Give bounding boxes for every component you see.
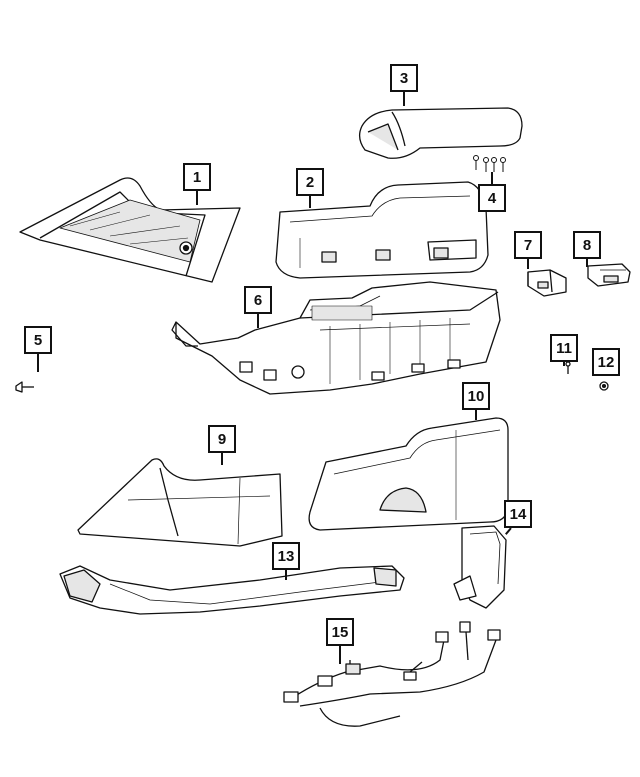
leader-11 bbox=[563, 362, 565, 366]
leader-13 bbox=[285, 570, 287, 580]
callout-15: 15 bbox=[326, 618, 354, 646]
part-1-side-bezel bbox=[19, 177, 241, 283]
callout-8: 8 bbox=[573, 231, 601, 259]
part-15-wiring-harness bbox=[283, 621, 501, 727]
callout-7: 7 bbox=[514, 231, 542, 259]
callout-11: 11 bbox=[550, 334, 578, 362]
part-13-air-duct bbox=[59, 565, 405, 615]
callout-13: 13 bbox=[272, 542, 300, 570]
leader-3 bbox=[403, 92, 405, 106]
leader-9 bbox=[221, 453, 223, 465]
part-6-console-base bbox=[171, 281, 501, 395]
part-9-left-trim bbox=[77, 458, 283, 547]
callout-1: 1 bbox=[183, 163, 211, 191]
part-8-bracket bbox=[587, 263, 631, 287]
part-14-bin-bracket bbox=[453, 525, 507, 609]
leader-10 bbox=[475, 410, 477, 420]
callout-5: 5 bbox=[24, 326, 52, 354]
leader-2 bbox=[309, 196, 311, 208]
part-7-bracket bbox=[527, 269, 567, 297]
leader-5 bbox=[37, 354, 39, 372]
part-11-screw bbox=[565, 361, 571, 374]
part-2-console-panel bbox=[275, 181, 489, 279]
callout-12: 12 bbox=[592, 348, 620, 376]
leader-1 bbox=[196, 191, 198, 205]
callout-14: 14 bbox=[504, 500, 532, 528]
callout-9: 9 bbox=[208, 425, 236, 453]
leader-8 bbox=[586, 259, 588, 267]
callout-10: 10 bbox=[462, 382, 490, 410]
leader-7 bbox=[527, 259, 529, 269]
leader-15 bbox=[339, 646, 341, 664]
part-12-nut bbox=[599, 381, 609, 391]
part-3-armrest-lid bbox=[358, 107, 523, 159]
part-10-right-trim bbox=[308, 417, 509, 531]
leader-6 bbox=[257, 314, 259, 328]
part-5-fastener bbox=[15, 381, 34, 393]
part-4-screws bbox=[473, 155, 506, 172]
callout-4: 4 bbox=[478, 184, 506, 212]
callout-3: 3 bbox=[390, 64, 418, 92]
leader-4 bbox=[491, 172, 493, 184]
callout-6: 6 bbox=[244, 286, 272, 314]
callout-2: 2 bbox=[296, 168, 324, 196]
